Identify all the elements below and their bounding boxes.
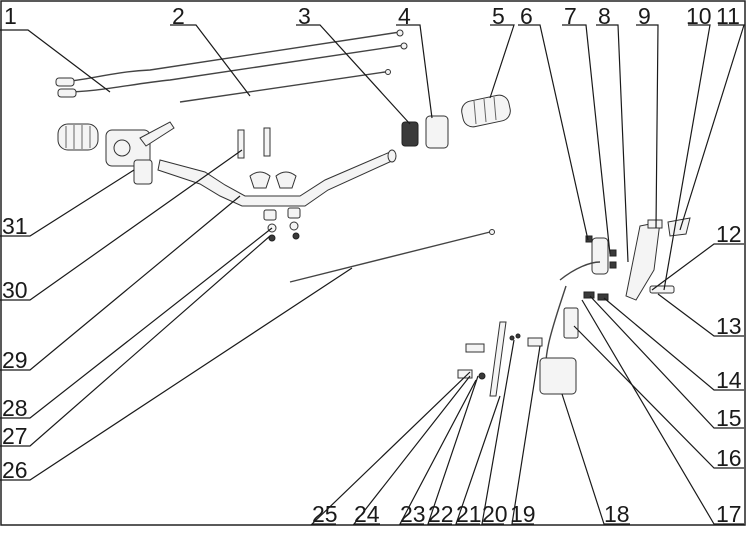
handlebar-part (157, 149, 397, 207)
callout-28: 28 (2, 395, 28, 421)
brake-assembly-part (539, 217, 691, 395)
throttle-housing-part (401, 115, 449, 149)
leader-lines (0, 24, 745, 525)
left-switch-assembly-part (105, 121, 175, 185)
callout-13: 13 (716, 313, 742, 339)
callout-20: 20 (482, 501, 508, 527)
callout-25: 25 (312, 501, 338, 527)
callout-30: 30 (2, 277, 28, 303)
callout-16: 16 (716, 445, 742, 471)
callout-23: 23 (400, 501, 426, 527)
diagram-frame (0, 0, 746, 526)
callout-21: 21 (456, 501, 482, 527)
callout-31: 31 (2, 213, 28, 239)
callout-22: 22 (428, 501, 454, 527)
clutch-cable-part (289, 229, 495, 283)
left-grip-part (57, 123, 99, 151)
callout-9: 9 (638, 3, 651, 29)
callout-8: 8 (598, 3, 611, 29)
handlebar-clamp-parts (237, 127, 301, 242)
throttle-cable-part (55, 29, 408, 103)
callout-10: 10 (686, 3, 712, 29)
right-grip-part (461, 94, 511, 128)
callout-17: 17 (716, 501, 742, 527)
callout-6: 6 (520, 3, 533, 29)
callout-24: 24 (354, 501, 380, 527)
callout-3: 3 (298, 3, 311, 29)
callout-11: 11 (716, 3, 740, 29)
callout-29: 29 (2, 347, 28, 373)
callout-5: 5 (492, 3, 505, 29)
callout-19: 19 (510, 501, 536, 527)
callout-14: 14 (716, 367, 742, 393)
callout-labels: 1 2 3 4 5 6 7 8 9 10 11 12 13 14 15 16 1… (2, 3, 742, 527)
callout-4: 4 (398, 3, 411, 29)
callout-12: 12 (716, 221, 742, 247)
callout-15: 15 (716, 405, 742, 431)
pedal-bolt-parts (457, 321, 543, 397)
callout-27: 27 (2, 423, 28, 449)
callout-1: 1 (4, 3, 17, 29)
callout-18: 18 (604, 501, 630, 527)
callout-7: 7 (564, 3, 577, 29)
callout-26: 26 (2, 457, 28, 483)
callout-2: 2 (172, 3, 185, 29)
